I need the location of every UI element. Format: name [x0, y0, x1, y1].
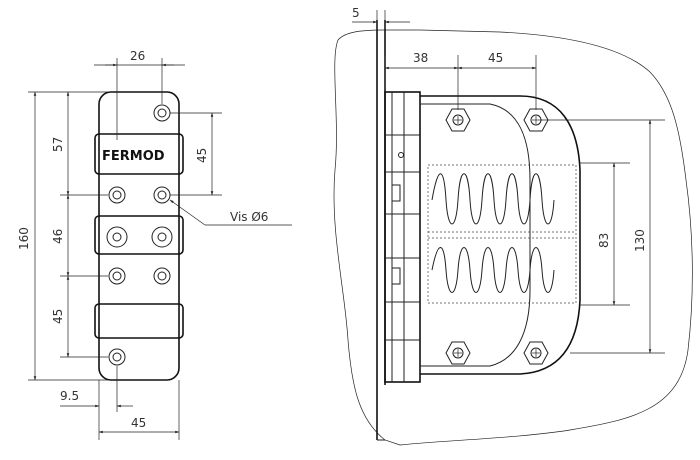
screw-hole-upper-right	[153, 186, 171, 204]
spring-lower	[431, 247, 555, 293]
dim-spring-height: 83	[597, 233, 611, 248]
screw-hole-upper-left	[108, 186, 126, 204]
dim-height-total: 160	[17, 227, 31, 250]
dim-offset-bottom: 9.5	[60, 389, 79, 403]
screw-hole-lower-left	[108, 267, 126, 285]
lower-strap	[94, 303, 184, 339]
upper-strap	[94, 133, 184, 175]
dim-gap: 5	[352, 6, 360, 20]
dim-width-top: 26	[130, 49, 145, 63]
wall-outline	[333, 29, 693, 446]
screw-hole-middle-left	[106, 226, 128, 248]
dim-height-lower: 45	[51, 309, 65, 324]
dim-width-bottom: 45	[131, 416, 146, 430]
dim-height-upper: 57	[51, 137, 65, 152]
middle-strap	[94, 215, 184, 255]
side-view: 5 38 45 83 130	[333, 6, 693, 446]
callout-vis: Vis Ø6	[230, 210, 268, 224]
dim-hole-spacing: 45	[195, 148, 209, 163]
spring-upper	[431, 173, 555, 225]
hinge-knuckles	[384, 91, 421, 383]
screw-hole-lower-right	[153, 267, 171, 285]
brand-logo: FERMOD	[102, 149, 165, 164]
nut-top-left	[445, 108, 471, 132]
nut-bottom-right	[523, 341, 549, 365]
dim-offset-1: 38	[413, 51, 428, 65]
dim-height-middle: 46	[51, 229, 65, 244]
hinge-plate	[420, 95, 581, 375]
front-view: FERMOD 26 160 57 46	[17, 49, 292, 440]
hinge-leaf	[98, 91, 180, 381]
dim-offset-2: 45	[488, 51, 503, 65]
screw-hole-bottom	[108, 348, 126, 366]
dim-plate-height: 130	[633, 229, 647, 252]
screw-hole-top	[153, 104, 171, 122]
nut-bottom-left	[445, 341, 471, 365]
screw-hole-middle-right	[151, 226, 173, 248]
